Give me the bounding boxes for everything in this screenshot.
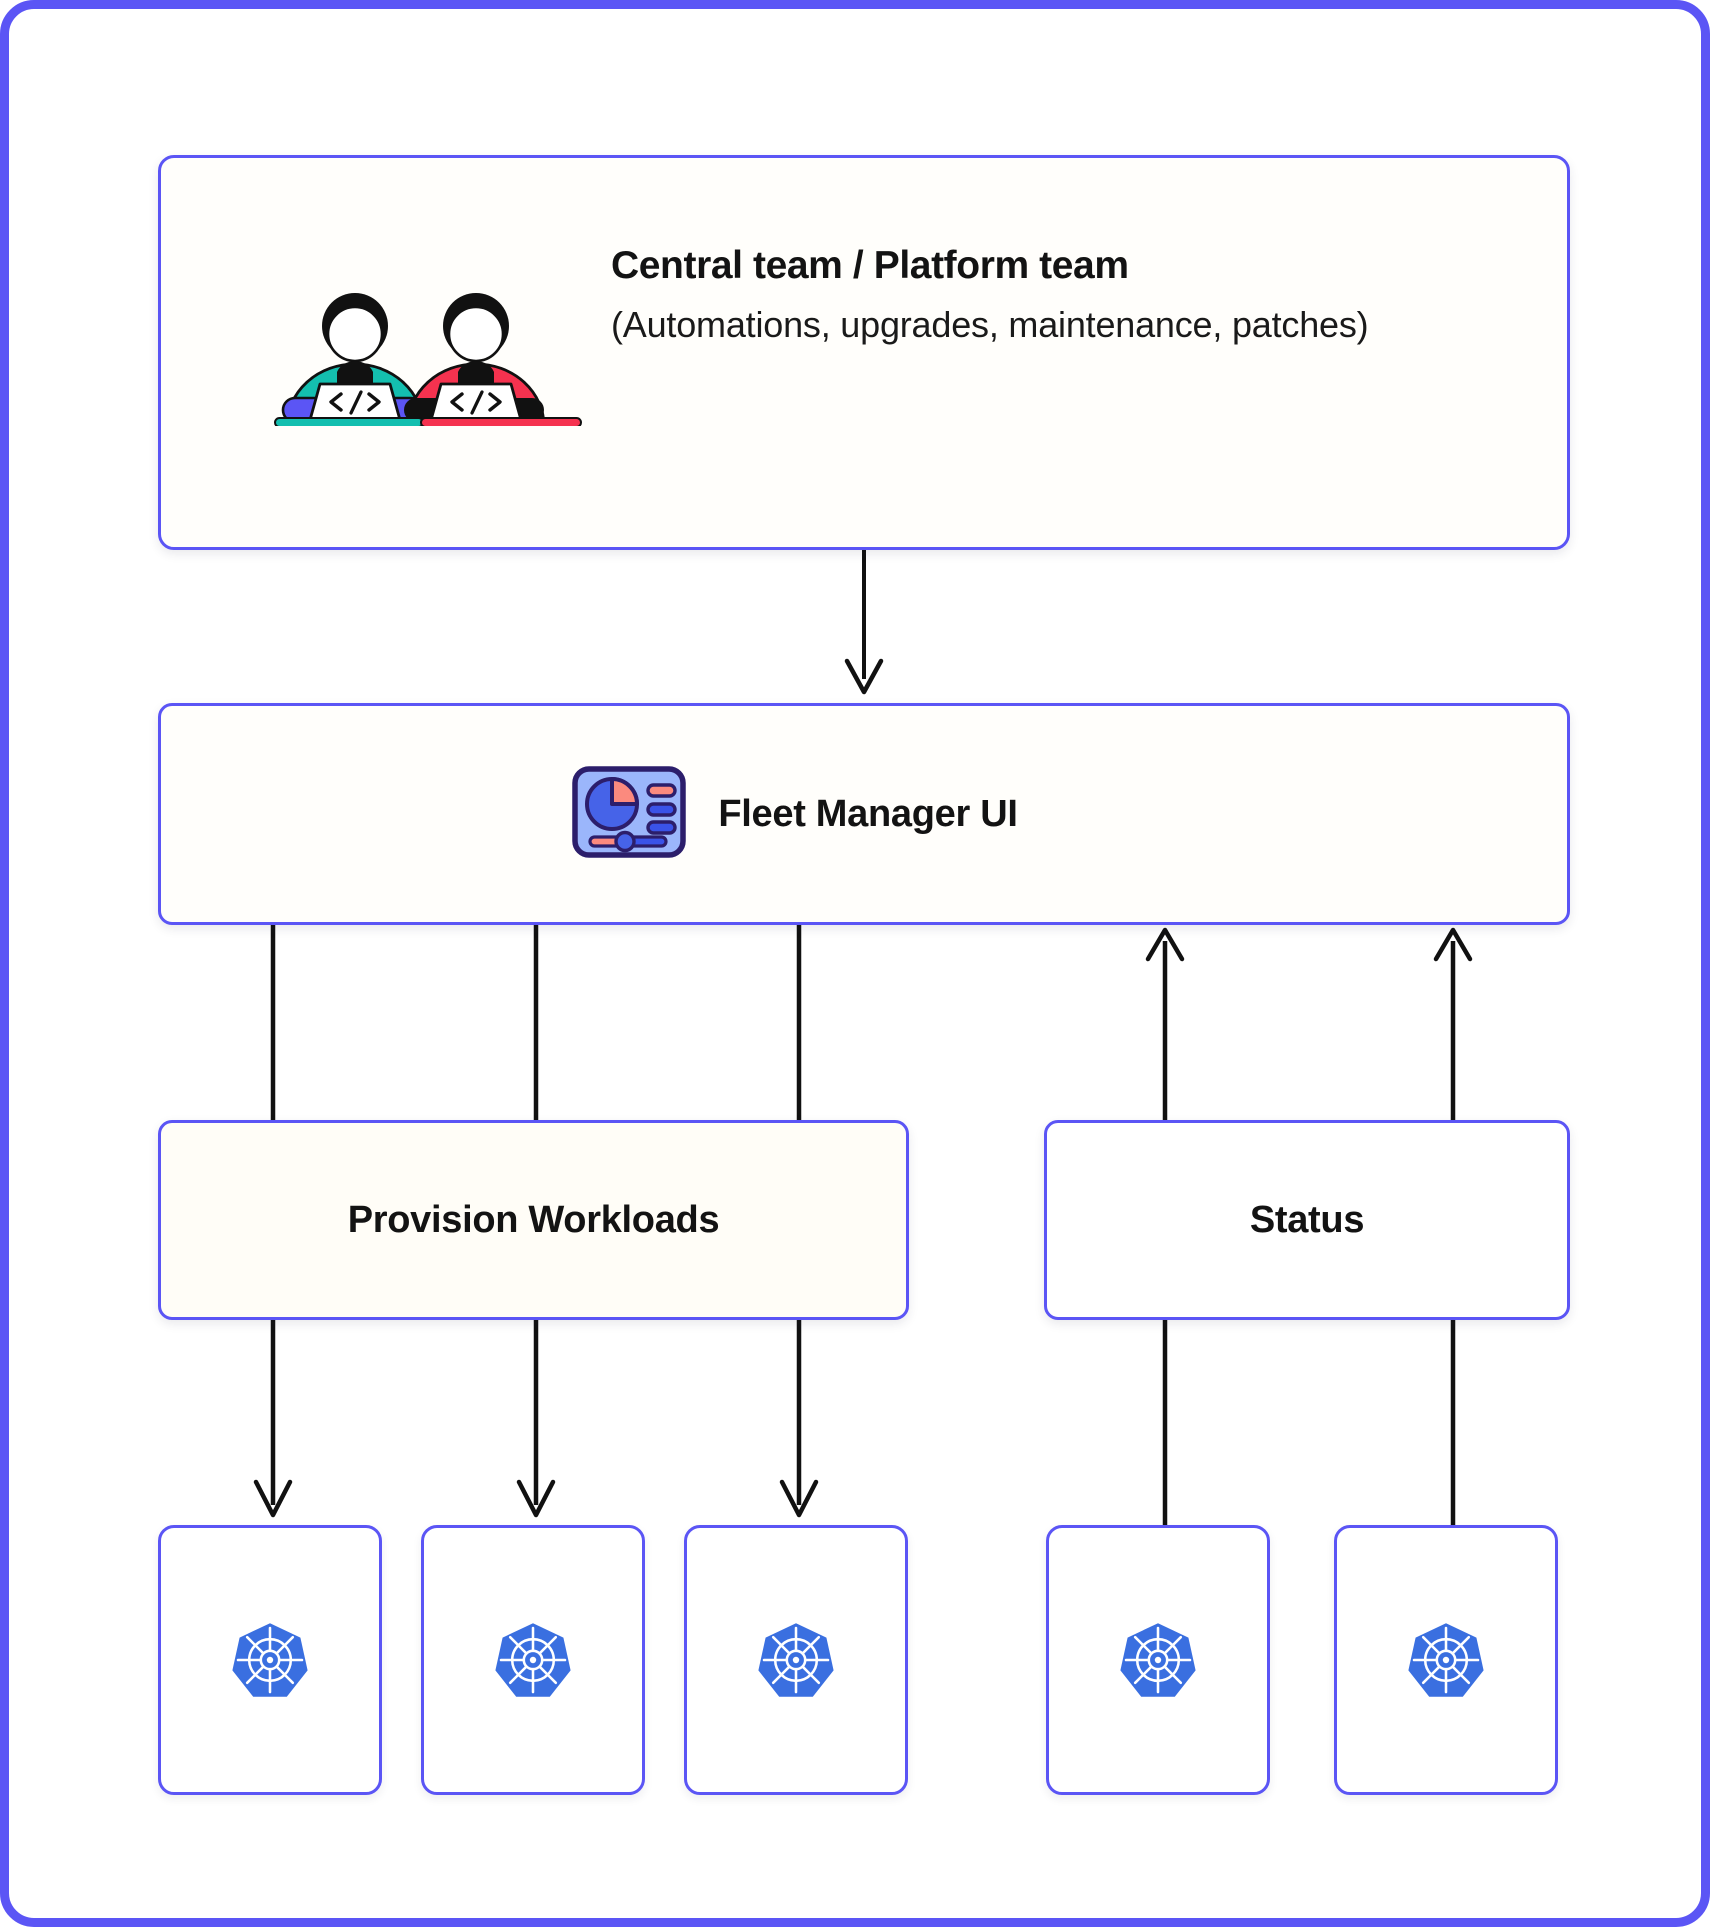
cluster-box-1[interactable] <box>158 1525 382 1795</box>
cluster-box-5[interactable] <box>1334 1525 1558 1795</box>
connector-provision-to-cluster-2 <box>516 1320 556 1518</box>
central-team-node[interactable]: Central team / Platform team (Automation… <box>158 155 1570 550</box>
connector-status-to-fleet-manager-2 <box>1433 927 1473 1120</box>
cluster-box-4[interactable] <box>1046 1525 1270 1795</box>
central-team-title: Central team / Platform team <box>611 244 1129 287</box>
central-team-subtitle: (Automations, upgrades, maintenance, pat… <box>611 303 1369 345</box>
cluster-box-2[interactable] <box>421 1525 645 1795</box>
connector-central-team-to-fleet-manager <box>844 550 884 695</box>
provision-workloads-title: Provision Workloads <box>347 1198 720 1241</box>
dashboard-icon <box>570 764 688 865</box>
diagram-canvas: Central team / Platform team (Automation… <box>9 9 1701 1918</box>
fleet-manager-node[interactable]: Fleet Manager UI <box>158 703 1570 925</box>
fleet-manager-title: Fleet Manager UI <box>718 792 1018 835</box>
kubernetes-logo <box>1406 1620 1486 1700</box>
connector-provision-to-cluster-1 <box>253 1320 293 1518</box>
cluster-box-3[interactable] <box>684 1525 908 1795</box>
kubernetes-logo <box>756 1620 836 1700</box>
connector-provision-to-cluster-3 <box>779 1320 819 1518</box>
kubernetes-logo <box>493 1620 573 1700</box>
provision-workloads-node[interactable]: Provision Workloads <box>158 1120 909 1320</box>
status-node[interactable]: Status <box>1044 1120 1570 1320</box>
status-title: Status <box>1249 1198 1365 1241</box>
kubernetes-logo <box>230 1620 310 1700</box>
two-developers-illustration <box>273 286 583 428</box>
kubernetes-logo <box>1118 1620 1198 1700</box>
central-team-text: Central team / Platform team (Automation… <box>611 242 1511 348</box>
connector-status-to-fleet-manager-1 <box>1145 927 1185 1120</box>
